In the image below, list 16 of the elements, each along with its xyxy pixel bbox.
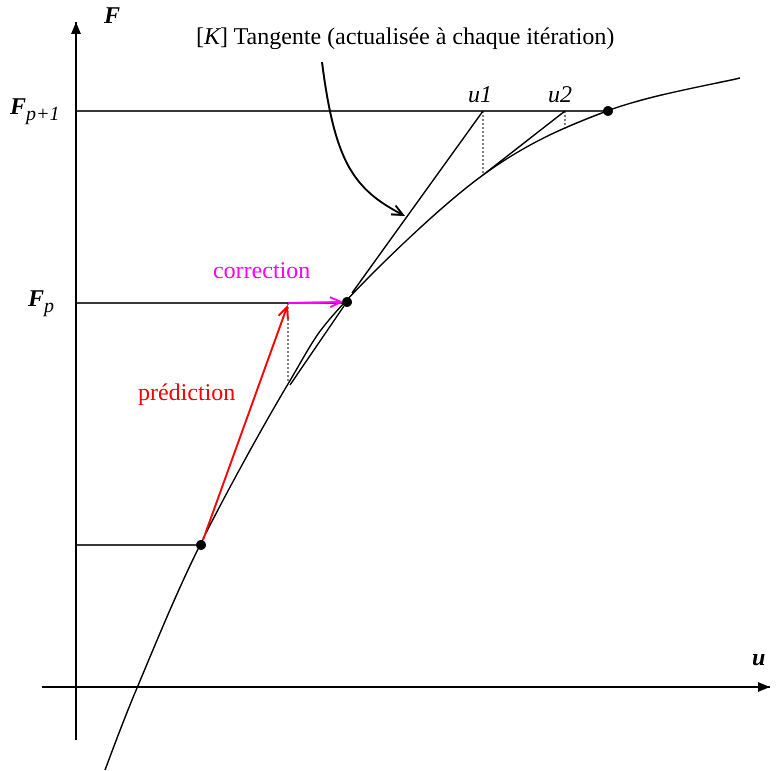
edge-label: prédiction xyxy=(138,380,236,407)
edge-label: correction xyxy=(213,258,310,285)
leader-line xyxy=(321,62,404,216)
tangent-line xyxy=(351,110,484,294)
force-label: F$_{p+1}$ xyxy=(10,94,60,126)
point-label: u2 xyxy=(548,82,572,109)
point-label: u1 xyxy=(468,82,492,109)
annotation-text: [K] Tangente (actualisée à chaque itération) xyxy=(196,24,614,51)
arrow xyxy=(202,306,289,540)
axis-label: F xyxy=(104,3,120,30)
point-marker xyxy=(196,540,206,550)
point-marker xyxy=(342,297,352,307)
force-label: F$_{p}$ xyxy=(28,286,54,318)
arrow xyxy=(288,296,342,308)
axis-label: u xyxy=(752,645,766,672)
point-marker xyxy=(603,106,613,116)
